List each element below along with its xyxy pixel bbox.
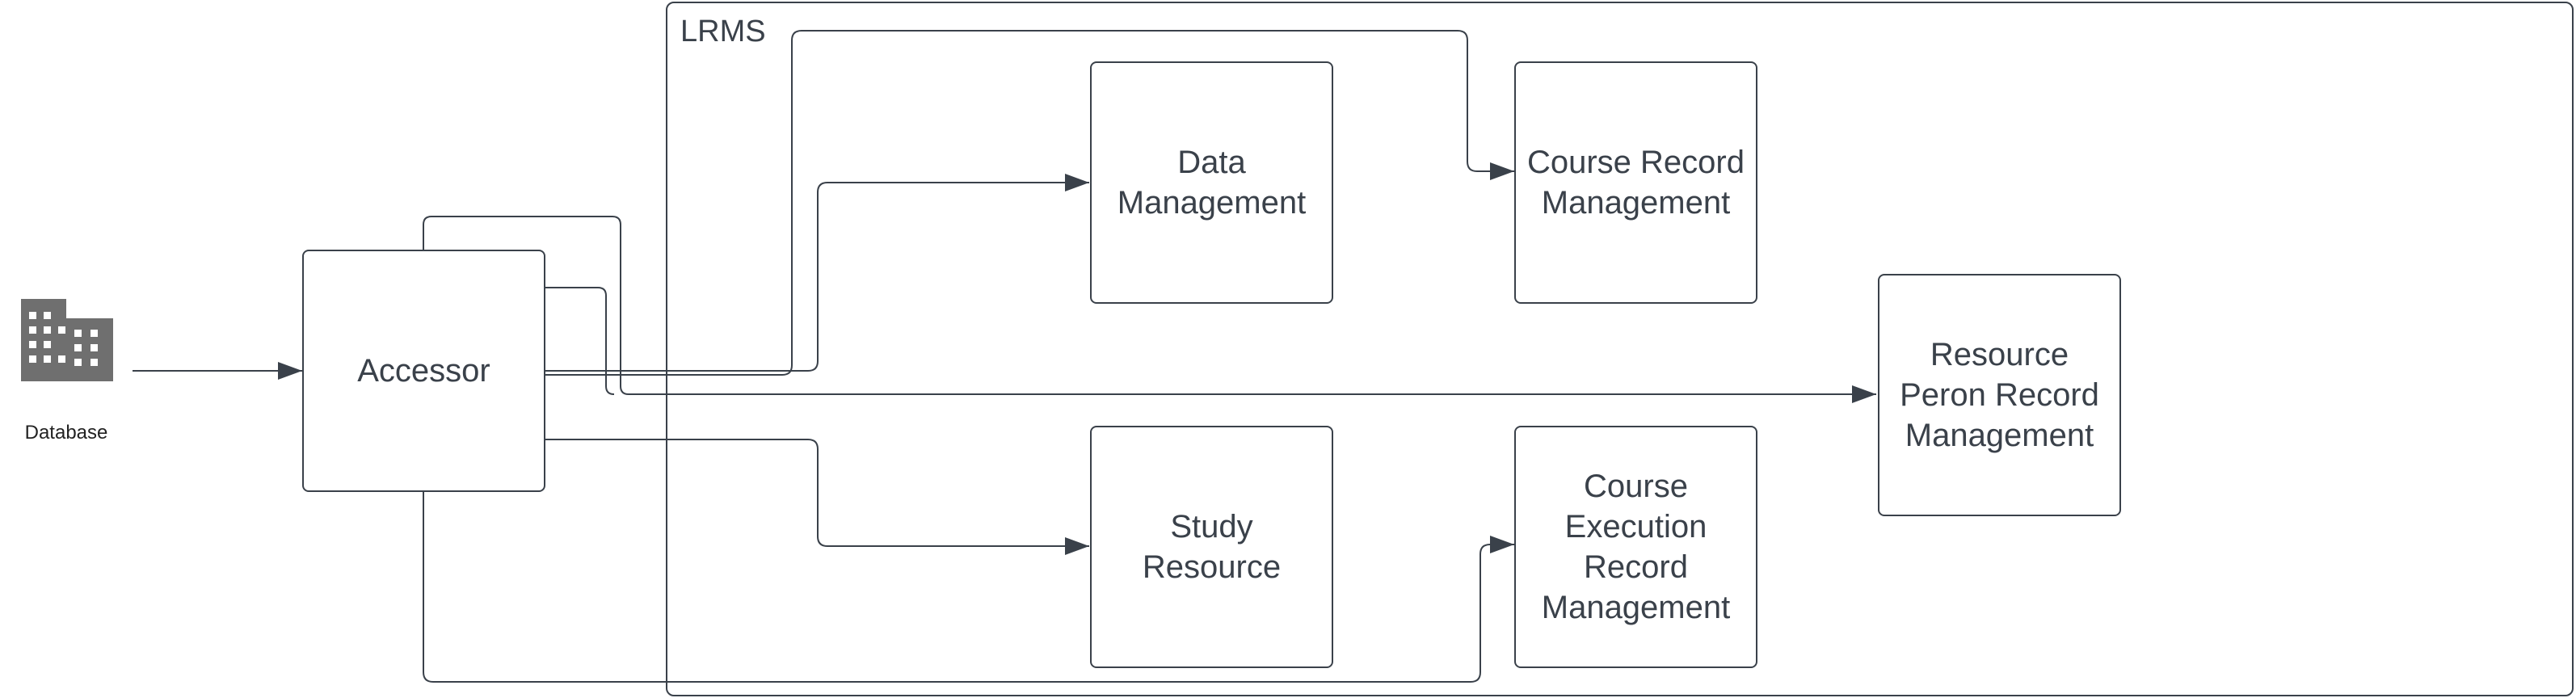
resource-person-record-management-box: Resource Peron Record Management xyxy=(1878,274,2121,516)
course-record-management-label: Course Record Management xyxy=(1526,145,1745,221)
edge-accessor-study-resource xyxy=(545,439,1089,555)
resource-person-record-management-label: Resource Peron Record Management xyxy=(1900,337,2099,453)
course-execution-record-management-box: Course Execution Record Management xyxy=(1514,426,1757,668)
database-label: Database xyxy=(24,422,108,444)
course-execution-record-management-label: Course Execution Record Management xyxy=(1541,469,1731,625)
edge-accessor-resource-person xyxy=(423,216,1876,403)
building-icon xyxy=(21,299,113,381)
edge-accessor-data-management xyxy=(545,174,1089,372)
data-management-box: Data Management xyxy=(1090,61,1333,304)
lrms-container xyxy=(666,2,2574,696)
edge-accessor-course-record xyxy=(545,30,1514,376)
course-record-management-box: Course Record Management xyxy=(1514,61,1757,304)
edge-accessor-course-execution xyxy=(423,492,1514,683)
data-management-label: Data Management xyxy=(1117,145,1307,221)
study-resource-label: Study Resource xyxy=(1142,509,1282,585)
accessor-box: Accessor xyxy=(302,250,545,492)
lrms-container-title: LRMS xyxy=(680,15,766,48)
edge-accessor-side-branch xyxy=(545,287,615,395)
study-resource-box: Study Resource xyxy=(1090,426,1333,668)
accessor-label: Accessor xyxy=(357,353,490,389)
